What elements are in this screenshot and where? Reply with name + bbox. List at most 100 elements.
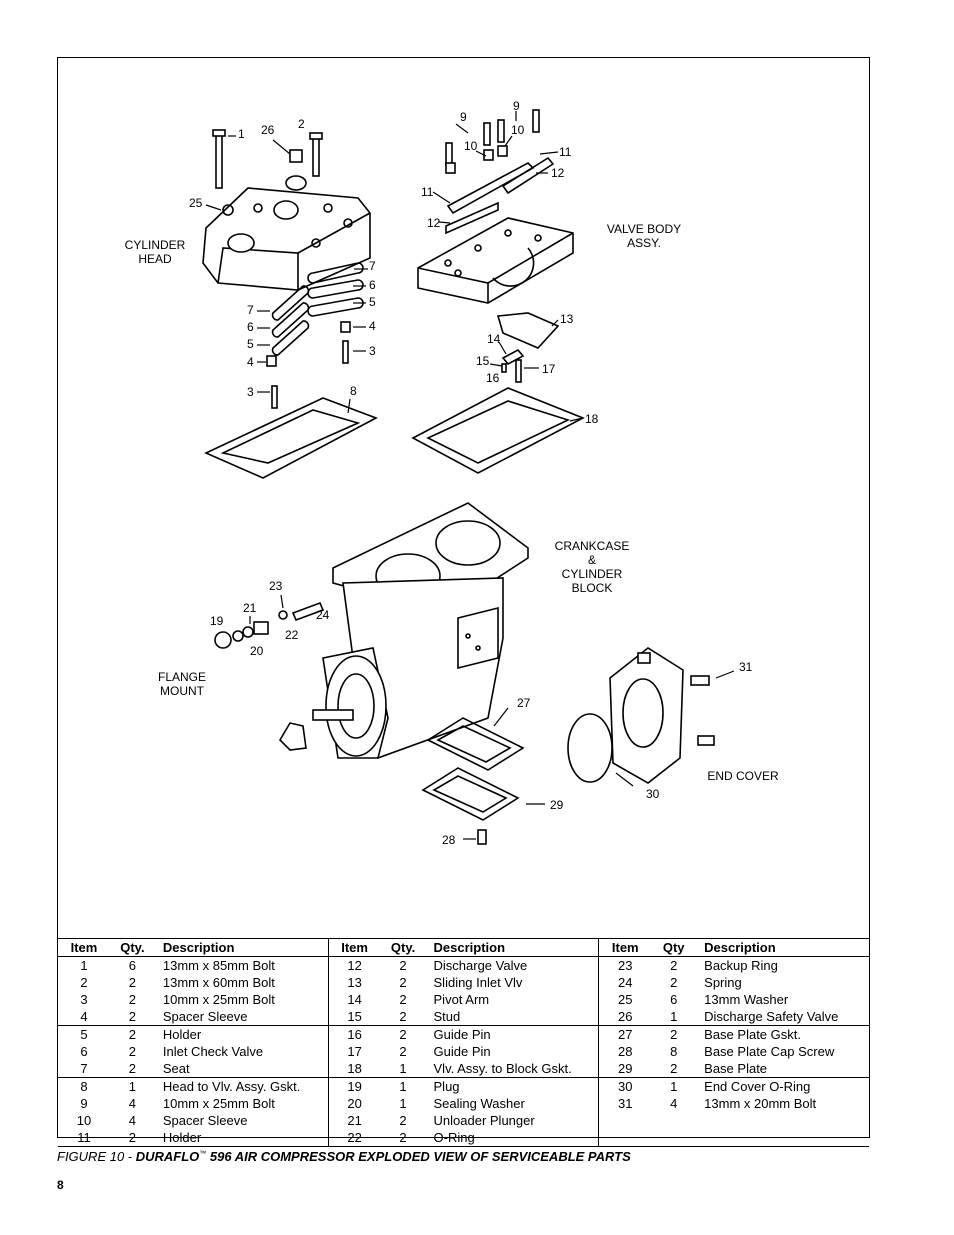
cell-description-3: Backup Ring	[704, 957, 778, 973]
cell-qty-1: 2	[109, 1129, 155, 1147]
callout-12a: 12	[427, 216, 441, 230]
cell-qty-1: 2	[109, 1008, 155, 1026]
callout-5b: 5	[247, 337, 254, 351]
cell-item-1: 6	[80, 1043, 88, 1059]
callout-8: 8	[350, 384, 357, 398]
label-crankcase-1: CRANKCASE	[555, 539, 630, 553]
cell-description-2: Guide Pin	[433, 1026, 491, 1042]
valve-gasket-part	[411, 387, 585, 474]
cell-description-3: Discharge Safety Valve	[696, 1008, 869, 1026]
callout-17: 17	[542, 362, 556, 376]
cell-qty-3: 1	[651, 1008, 697, 1026]
callout-13: 13	[560, 312, 574, 326]
cell-qty-2: 2	[399, 991, 407, 1007]
cell-description-3: Base Plate Cap Screw	[704, 1043, 835, 1059]
header-qty-1: Qty.	[109, 938, 155, 957]
cell-item-3	[598, 1112, 652, 1129]
cell-qty-3: 2	[651, 1060, 697, 1078]
callout-18: 18	[585, 412, 599, 426]
cell-qty-3	[651, 1129, 697, 1147]
cell-item-2: 15	[327, 1008, 381, 1026]
callout-9a: 9	[460, 110, 467, 124]
label-crankcase-3: CYLINDER	[562, 567, 623, 581]
cell-qty-3: 8	[670, 1043, 678, 1059]
cell-item-3: 30	[598, 1077, 652, 1095]
cell-description-3: End Cover O-Ring	[704, 1078, 811, 1094]
header-item-1: Item	[58, 938, 110, 957]
cell-item-2: 13	[327, 974, 381, 991]
cell-description-1: 10mm x 25mm Bolt	[162, 991, 275, 1007]
cell-description-2: Unloader Plunger	[433, 1112, 535, 1128]
label-crankcase-2: &	[588, 553, 596, 567]
cell-description-3: Base Plate Gskt.	[704, 1026, 801, 1042]
header-qty-3: Qty	[651, 938, 697, 957]
cell-qty-3: 2	[670, 957, 678, 973]
cylinder-head-part	[202, 129, 371, 291]
cell-qty-1: 1	[128, 1078, 137, 1094]
page-number: 8	[57, 1178, 64, 1192]
callout-30: 30	[646, 787, 660, 801]
cell-item-1: 5	[80, 1026, 88, 1042]
cell-item-2: 12	[327, 956, 381, 974]
callout-7a: 7	[369, 259, 376, 273]
label-flange-mount-1: FLANGE	[158, 670, 206, 684]
callout-21: 21	[243, 601, 257, 615]
cell-qty-2: 1	[399, 1078, 407, 1094]
figure-frame: 1 26 2 25 7 6 5 4 3 7 6 5 4 3 8 9 9 10 1…	[57, 57, 870, 1147]
head-small-parts	[266, 262, 364, 409]
cell-item-1: 9	[80, 1095, 88, 1111]
cell-description-2: Stud	[425, 1008, 599, 1026]
cell-description-1: 13mm x 85mm Bolt	[162, 957, 275, 973]
header-description-1: Description	[154, 938, 329, 957]
cell-description-1: Seat	[154, 1060, 329, 1078]
flange-mount-parts	[214, 601, 325, 649]
callout-6a: 6	[369, 278, 376, 292]
callout-11a: 11	[421, 185, 434, 199]
cell-qty-1: 2	[128, 974, 137, 990]
cell-item-2: 16	[327, 1025, 381, 1043]
cell-description-2: Pivot Arm	[433, 991, 490, 1007]
header-item-3: Item	[598, 938, 652, 957]
callout-27: 27	[517, 696, 531, 710]
base-plate-gasket-part	[426, 717, 525, 771]
cell-item-3: 27	[598, 1025, 652, 1043]
cell-item-1: 7	[58, 1060, 110, 1078]
callout-1: 1	[238, 127, 245, 141]
cell-item-2: 17	[327, 1043, 381, 1060]
callout-6b: 6	[247, 320, 254, 334]
callout-7b: 7	[247, 303, 254, 317]
cell-item-1: 1	[80, 957, 88, 973]
callout-15: 15	[476, 354, 490, 368]
cell-qty-3: 2	[670, 1026, 678, 1042]
callout-23: 23	[269, 579, 283, 593]
cell-item-2: 21	[327, 1112, 381, 1129]
callout-26: 26	[261, 123, 275, 137]
cell-description-3: Base Plate	[696, 1060, 869, 1078]
cell-item-3: 24	[598, 974, 652, 991]
cell-description-1: Spacer Sleeve	[154, 1008, 329, 1026]
cell-item-1: 11	[58, 1129, 110, 1147]
cell-qty-1: 2	[128, 1043, 137, 1059]
cell-description-2: Vlv. Assy. to Block Gskt.	[425, 1060, 599, 1078]
cell-qty-2: 2	[380, 1008, 426, 1026]
label-end-cover: END COVER	[707, 769, 779, 783]
cell-qty-1: 4	[128, 1112, 137, 1128]
cell-item-3: 29	[598, 1060, 652, 1078]
cell-item-2: 19	[327, 1077, 381, 1095]
cell-description-3	[696, 1112, 869, 1129]
cell-item-1: 8	[80, 1078, 88, 1094]
cell-item-3: 23	[598, 956, 652, 974]
cell-description-3	[696, 1129, 869, 1147]
cell-qty-1: 2	[109, 1060, 155, 1078]
cell-description-3: 13mm Washer	[704, 991, 789, 1007]
cell-item-2: 14	[327, 991, 381, 1008]
label-cylinder-head-2: HEAD	[138, 252, 172, 266]
cell-qty-2: 2	[380, 1129, 426, 1147]
callout-4a: 4	[369, 319, 376, 333]
cell-qty-1: 2	[128, 1026, 137, 1042]
